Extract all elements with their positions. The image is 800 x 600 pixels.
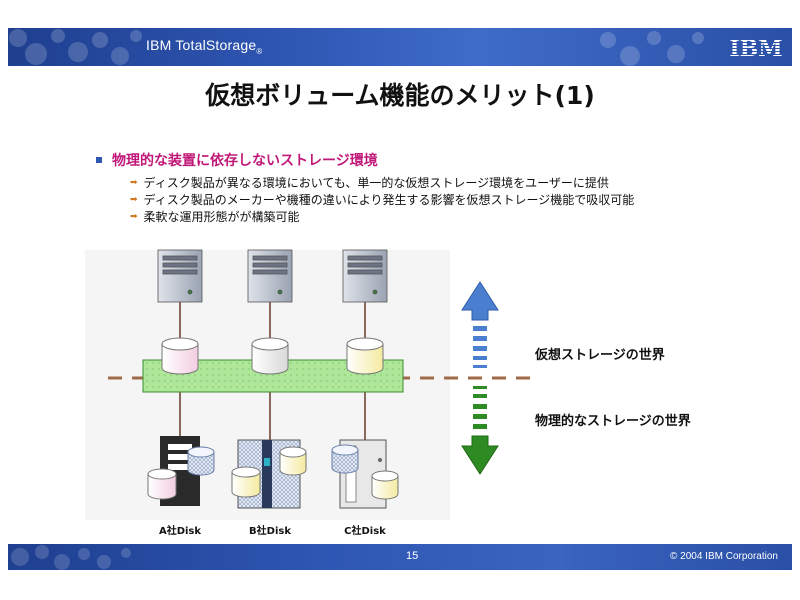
bullet-list: 物理的な装置に依存しないストレージ環境 ➡ ディスク製品が異なる環境においても、… [96, 150, 634, 225]
storage-virtualization-diagram [85, 249, 530, 520]
arrow-bullet-icon: ➡ [130, 211, 138, 222]
arrow-bullet-icon: ➡ [130, 177, 138, 188]
sub-bullet-text: ディスク製品が異なる環境においても、単一的な仮想ストレージ環境をユーザーに提供 [143, 176, 609, 190]
sub-bullet: ➡ ディスク製品が異なる環境においても、単一的な仮想ストレージ環境をユーザーに提… [130, 174, 634, 191]
sub-bullet-text: ディスク製品のメーカーや機種の違いにより発生する影響を仮想ストレージ機能で吸収可… [143, 193, 635, 207]
virtual-volume-icon [251, 337, 289, 375]
svg-text:IBM: IBM [729, 36, 782, 60]
sub-bullet-text: 柔軟な運用形態がが構築可能 [143, 210, 300, 224]
sub-bullet: ➡ 柔軟な運用形態がが構築可能 [130, 208, 634, 225]
up-arrow-icon [461, 281, 499, 368]
server-icon [157, 249, 203, 303]
main-bullet-text: 物理的な装置に依存しないストレージ環境 [112, 153, 378, 169]
server-icon [247, 249, 293, 303]
main-bullet: 物理的な装置に依存しないストレージ環境 [96, 150, 634, 170]
arrow-bullet-icon: ➡ [130, 194, 138, 205]
header-band: IBM TotalStorage® IBM [8, 28, 792, 66]
header-bubble-pattern [9, 29, 704, 66]
copyright-text: © 2004 IBM Corporation [670, 551, 778, 562]
square-bullet-icon [96, 157, 102, 163]
server-icon [342, 249, 388, 303]
virtual-volume-icon [346, 337, 384, 375]
down-arrow-icon [461, 386, 499, 475]
disk-array-c-icon [331, 439, 399, 509]
disk-array-a-icon [147, 436, 215, 506]
disk-label-b: B社Disk [249, 526, 291, 537]
ibm-logo-icon: IBM [729, 36, 782, 60]
physical-world-label: 物理的なストレージの世界 [535, 414, 691, 429]
sub-bullet: ➡ ディスク製品のメーカーや機種の違いにより発生する影響を仮想ストレージ機能で吸… [130, 191, 635, 208]
footer-band: 15 © 2004 IBM Corporation [8, 544, 792, 570]
slide-title: 仮想ボリューム機能のメリット(1) [205, 81, 595, 110]
disk-label-a: A社Disk [158, 526, 202, 537]
virtual-volume-icon [161, 337, 199, 375]
disk-label-c: C社Disk [344, 526, 386, 537]
virtual-world-label: 仮想ストレージの世界 [535, 348, 665, 363]
disk-array-b-icon [231, 439, 307, 509]
footer-bubble-pattern [11, 545, 131, 570]
brand-title: IBM TotalStorage® [146, 37, 263, 56]
page-number: 15 [406, 550, 419, 562]
